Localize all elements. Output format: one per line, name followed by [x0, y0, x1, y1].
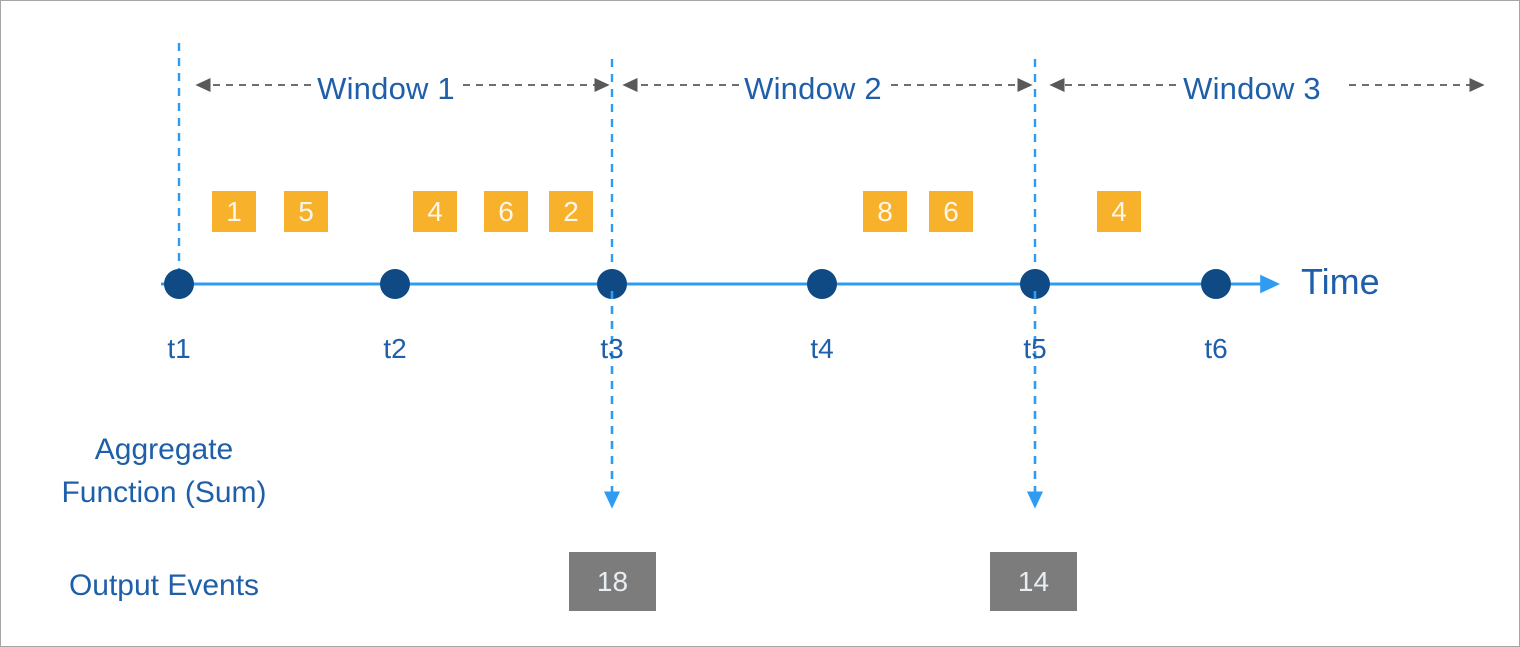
input-event-box[interactable]: 1 [212, 191, 256, 232]
input-event-box[interactable]: 5 [284, 191, 328, 232]
input-event-box[interactable]: 4 [413, 191, 457, 232]
input-event-box[interactable]: 8 [863, 191, 907, 232]
time-point-dot-t2 [380, 269, 410, 299]
time-point-dot-t4 [807, 269, 837, 299]
time-tick-label-t4: t4 [810, 333, 834, 364]
window-label-1: Window 1 [317, 71, 455, 106]
time-axis-label: Time [1301, 261, 1380, 302]
time-tick-label-t5: t5 [1023, 333, 1047, 364]
time-tick-label-t1: t1 [167, 333, 191, 364]
time-point-dot-t3 [597, 269, 627, 299]
time-tick-label-t2: t2 [383, 333, 407, 364]
window-label-2: Window 2 [744, 71, 882, 106]
time-tick-label-t3: t3 [600, 333, 624, 364]
output-event-box[interactable]: 18 [569, 552, 656, 611]
input-event-box[interactable]: 4 [1097, 191, 1141, 232]
input-event-box[interactable]: 6 [929, 191, 973, 232]
time-point-dot-t6 [1201, 269, 1231, 299]
time-axis [161, 269, 1281, 299]
output-events-label: Output Events [68, 569, 260, 602]
window-label-3: Window 3 [1183, 71, 1321, 106]
time-point-dot-t5 [1020, 269, 1050, 299]
time-point-dot-t1 [164, 269, 194, 299]
window-boundary-lines [177, 43, 1037, 284]
output-trigger-arrows [603, 291, 1044, 509]
input-event-box[interactable]: 6 [484, 191, 528, 232]
time-tick-label-t6: t6 [1204, 333, 1228, 364]
aggregate-function-label: Aggregate Function (Sum) [61, 433, 267, 509]
output-event-box[interactable]: 14 [990, 552, 1077, 611]
input-event-box[interactable]: 2 [549, 191, 593, 232]
